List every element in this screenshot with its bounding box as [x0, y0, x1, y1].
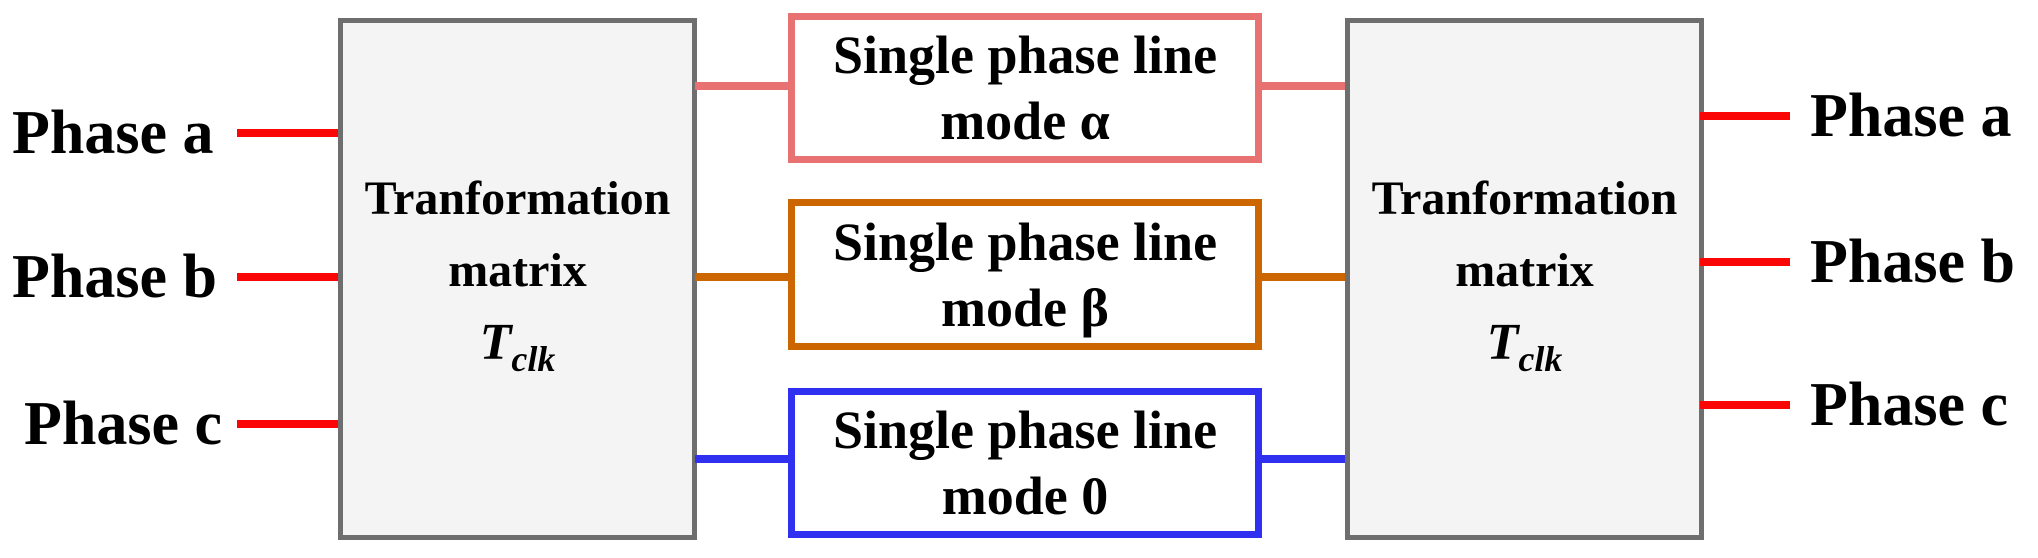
phase-a-output-label: Phase a: [1810, 82, 2012, 150]
t-subscript-right: clk: [1518, 339, 1563, 379]
mode-beta-line1: Single phase line: [832, 211, 1218, 272]
phase-a-input-wire: [237, 129, 340, 137]
single-phase-mode-alpha-box: Single phase line mode α: [788, 13, 1262, 163]
phase-c-output-label: Phase c: [1810, 371, 2009, 439]
transformation-matrix-right-line1: Tranformation: [1371, 172, 1678, 225]
phase-c-input-wire: [237, 420, 340, 428]
transformation-matrix-right-line2: matrix: [1455, 244, 1594, 297]
transformation-matrix-left-line2: matrix: [448, 244, 587, 297]
phase-a-output-wire: [1700, 112, 1790, 120]
mode-alpha-line2: mode α: [940, 91, 1110, 151]
mode-zero-line1: Single phase line: [832, 400, 1218, 460]
t-symbol-right: T: [1486, 314, 1519, 371]
mode-beta-left-wire: [695, 273, 790, 281]
phase-a-input-label: Phase a: [12, 99, 214, 167]
mode-zero-left-wire: [695, 455, 790, 463]
transformation-matrix-right-box: Tranformation matrix Tclk: [1345, 18, 1704, 540]
single-phase-mode-zero-box: Single phase line mode 0: [788, 388, 1262, 538]
mode-beta-line2: mode β: [941, 277, 1109, 338]
phase-b-input-label: Phase b: [12, 243, 217, 311]
single-phase-mode-beta-box: Single phase line mode β: [788, 199, 1262, 350]
mode-alpha-left-wire: [695, 82, 790, 90]
phase-b-output-wire: [1700, 258, 1790, 266]
mode-alpha-line1: Single phase line: [832, 25, 1218, 85]
transformation-matrix-left-line1: Tranformation: [364, 172, 671, 225]
transformation-matrix-right-symbol: Tclk: [1487, 307, 1563, 395]
phase-c-input-label: Phase c: [24, 390, 223, 458]
mode-zero-line2: mode 0: [941, 466, 1109, 526]
phase-b-input-wire: [237, 273, 340, 281]
transformation-matrix-left-box: Tranformation matrix Tclk: [338, 18, 697, 540]
mode-zero-right-wire: [1260, 455, 1347, 463]
phase-c-output-wire: [1700, 401, 1790, 409]
t-subscript-left: clk: [511, 339, 556, 379]
t-symbol-left: T: [479, 314, 512, 371]
mode-beta-right-wire: [1260, 273, 1347, 281]
phase-b-output-label: Phase b: [1810, 228, 2015, 296]
transformation-matrix-left-symbol: Tclk: [480, 307, 556, 395]
mode-alpha-right-wire: [1260, 82, 1347, 90]
